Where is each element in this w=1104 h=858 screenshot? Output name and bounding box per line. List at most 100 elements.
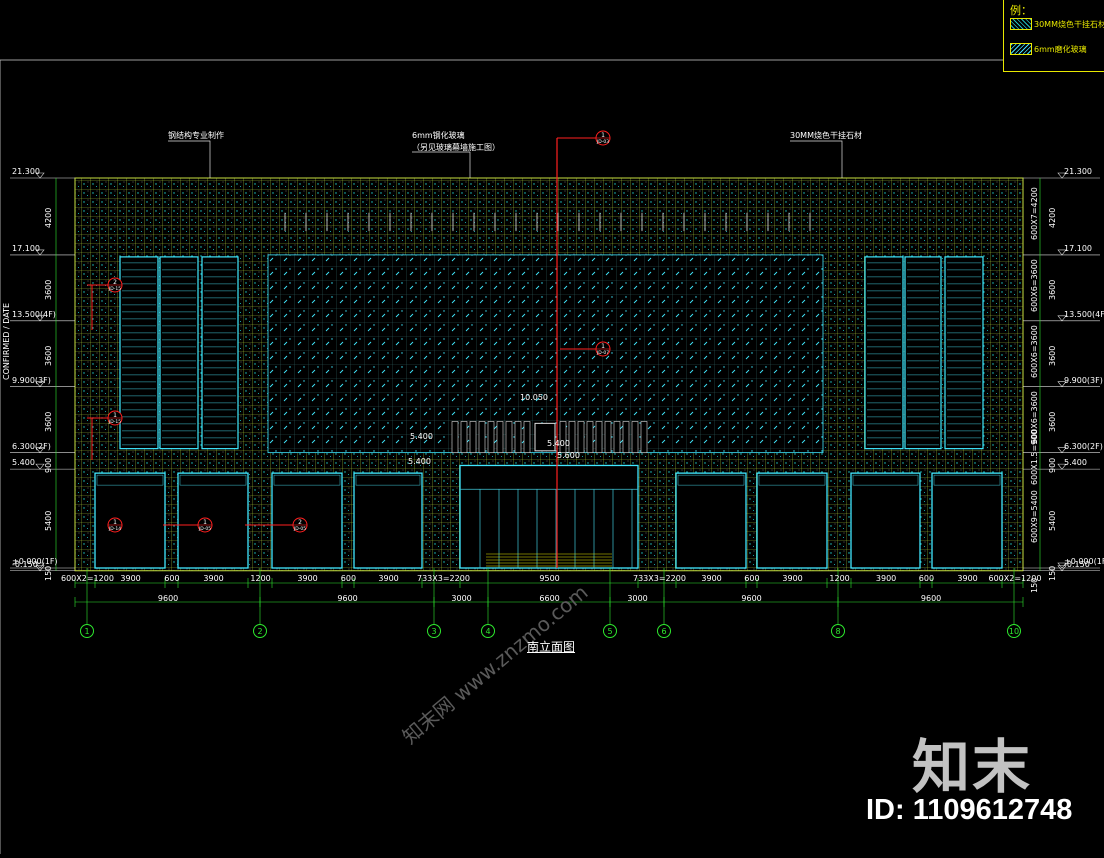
callout-leader [790, 140, 843, 178]
height-dim-left: 5400 [44, 510, 53, 531]
legend-item-label: 6mm磨化玻璃 [1034, 44, 1087, 54]
canopy-fin [523, 421, 531, 453]
level-triangle-icon [1057, 463, 1067, 470]
canopy-fin [451, 421, 459, 453]
detail-marker-ref: JD-05 [198, 526, 211, 532]
level-label-left: -0.150 [12, 559, 38, 569]
detail-marker-num: 1 [113, 519, 117, 526]
dim-label-row1: 3900 [701, 574, 722, 583]
inner-level-label: 5.400 [410, 432, 433, 441]
callout-glass: 6mm钢化玻璃 [412, 131, 465, 140]
legend-item-label: 30MM烧色干挂石材 [1034, 19, 1104, 29]
level-label-right: 5.400 [1064, 458, 1087, 468]
level-label-left: 17.100 [12, 243, 40, 253]
level-triangle-icon [35, 463, 45, 470]
level-label-right: 21.300 [1064, 167, 1092, 176]
level-triangle-icon [1057, 447, 1067, 454]
legend-title: 例： [1010, 4, 1032, 17]
axis-bubble-5: 5 [603, 624, 617, 638]
level-triangle-icon [1057, 315, 1067, 322]
shopfront-opening [675, 472, 747, 569]
strip-window [944, 256, 984, 450]
height-dim-left: 3600 [44, 279, 53, 300]
dim-label-row2: 9600 [157, 594, 179, 603]
shopfront-opening [177, 472, 249, 569]
dim-label-row1: 3900 [957, 574, 978, 583]
dim-label-row1: 600X2=1200 [988, 574, 1042, 583]
watermark-logo: 知末 [912, 733, 1033, 801]
strip-window [119, 256, 159, 450]
canopy-fin [505, 421, 513, 453]
height-dim-right: 900 [1048, 457, 1057, 473]
canopy-fin [577, 421, 585, 453]
dim-label-row1: 3900 [378, 574, 399, 583]
height-dim-right: 3600 [1048, 279, 1057, 300]
drawing-title: 南立面图 [527, 640, 576, 654]
canopy-fin [514, 421, 522, 453]
canopy-fin [640, 421, 648, 453]
detail-marker-num: 1 [203, 519, 207, 526]
level-label-right: -0.150 [1064, 559, 1090, 569]
dim-label-row1: 600 [340, 574, 357, 583]
level-label-left: 21.300 [12, 167, 40, 176]
canopy-fin [559, 421, 567, 453]
height-dim-right: 3600 [1048, 411, 1057, 432]
canopy-fin [604, 421, 612, 453]
detail-marker-ref: JD-15 [108, 286, 121, 292]
dim-label-row1: 1200 [250, 574, 271, 583]
detail-marker-ref: JD-15 [108, 419, 121, 425]
transom [355, 474, 421, 486]
level-label-left: 6.300(2F) [12, 441, 51, 451]
dim-label-row1: 3900 [875, 574, 897, 583]
axis-bubble-2: 2 [253, 624, 267, 638]
axis-bubble-8: 8 [831, 624, 845, 638]
dim-label-row1: 733X3=2200 [633, 574, 686, 583]
strip-window [201, 256, 239, 450]
canopy-fin [631, 421, 639, 453]
transom [677, 474, 745, 486]
height-dim-left: 900 [44, 457, 53, 473]
level-triangle-icon [1057, 172, 1067, 179]
canopy-fin [586, 421, 594, 453]
transom [852, 474, 919, 486]
shopfront-opening [94, 472, 166, 569]
height-dim-right: 3600 [1048, 345, 1057, 366]
level-triangle-icon [1057, 381, 1067, 388]
level-triangle-icon [1057, 565, 1067, 572]
callout-glass-note: （另见玻璃幕墙施工图） [412, 143, 500, 152]
watermark-id: ID: 1109612748 [866, 794, 1073, 826]
inner-level-label: 5.600 [557, 451, 580, 460]
height-dim-right-inner: 600X7=4200 [1030, 187, 1039, 241]
level-triangle-icon [35, 447, 45, 454]
canopy-fin [613, 421, 621, 453]
dim-label-row1: 1200 [829, 574, 850, 583]
legend-item-glass: 6mm磨化玻璃 [1010, 43, 1087, 55]
dim-label-row1: 600X2=1200 [61, 574, 114, 583]
strip-window [904, 256, 942, 450]
axis-bubble-4: 4 [481, 624, 495, 638]
glass-curtain-wall [267, 254, 824, 454]
dim-label-row1: 600 [744, 574, 760, 583]
level-triangle-icon [35, 249, 45, 256]
dim-label-row1: 733X3=2200 [417, 574, 470, 583]
dim-label-row1: 3900 [203, 574, 224, 583]
level-label-left: ±0.000(1F) [12, 557, 58, 566]
height-dim-left: 150 [44, 566, 53, 582]
strip-window [159, 256, 199, 450]
axis-bubble-6: 6 [657, 624, 671, 638]
dim-label-row2: 9600 [920, 594, 942, 603]
axis-bubble-10: 10 [1007, 624, 1021, 638]
callout-leader [168, 140, 211, 178]
canopy-fin [595, 421, 603, 453]
canopy-fin [469, 421, 477, 453]
transom [96, 474, 164, 486]
canopy-fin [622, 421, 630, 453]
height-dim-right-inner: 600X1.5=900 [1030, 429, 1039, 485]
dim-label-row2: 3000 [627, 594, 648, 603]
level-label-left: 5.400 [12, 458, 35, 468]
shopfront-opening [850, 472, 921, 569]
detail-marker-ref: JD-05 [293, 526, 306, 532]
dim-label-row1: 600 [164, 574, 180, 583]
glass-swatch-icon [1010, 43, 1032, 55]
level-label-right: ±0.000(1F) [1064, 557, 1104, 566]
